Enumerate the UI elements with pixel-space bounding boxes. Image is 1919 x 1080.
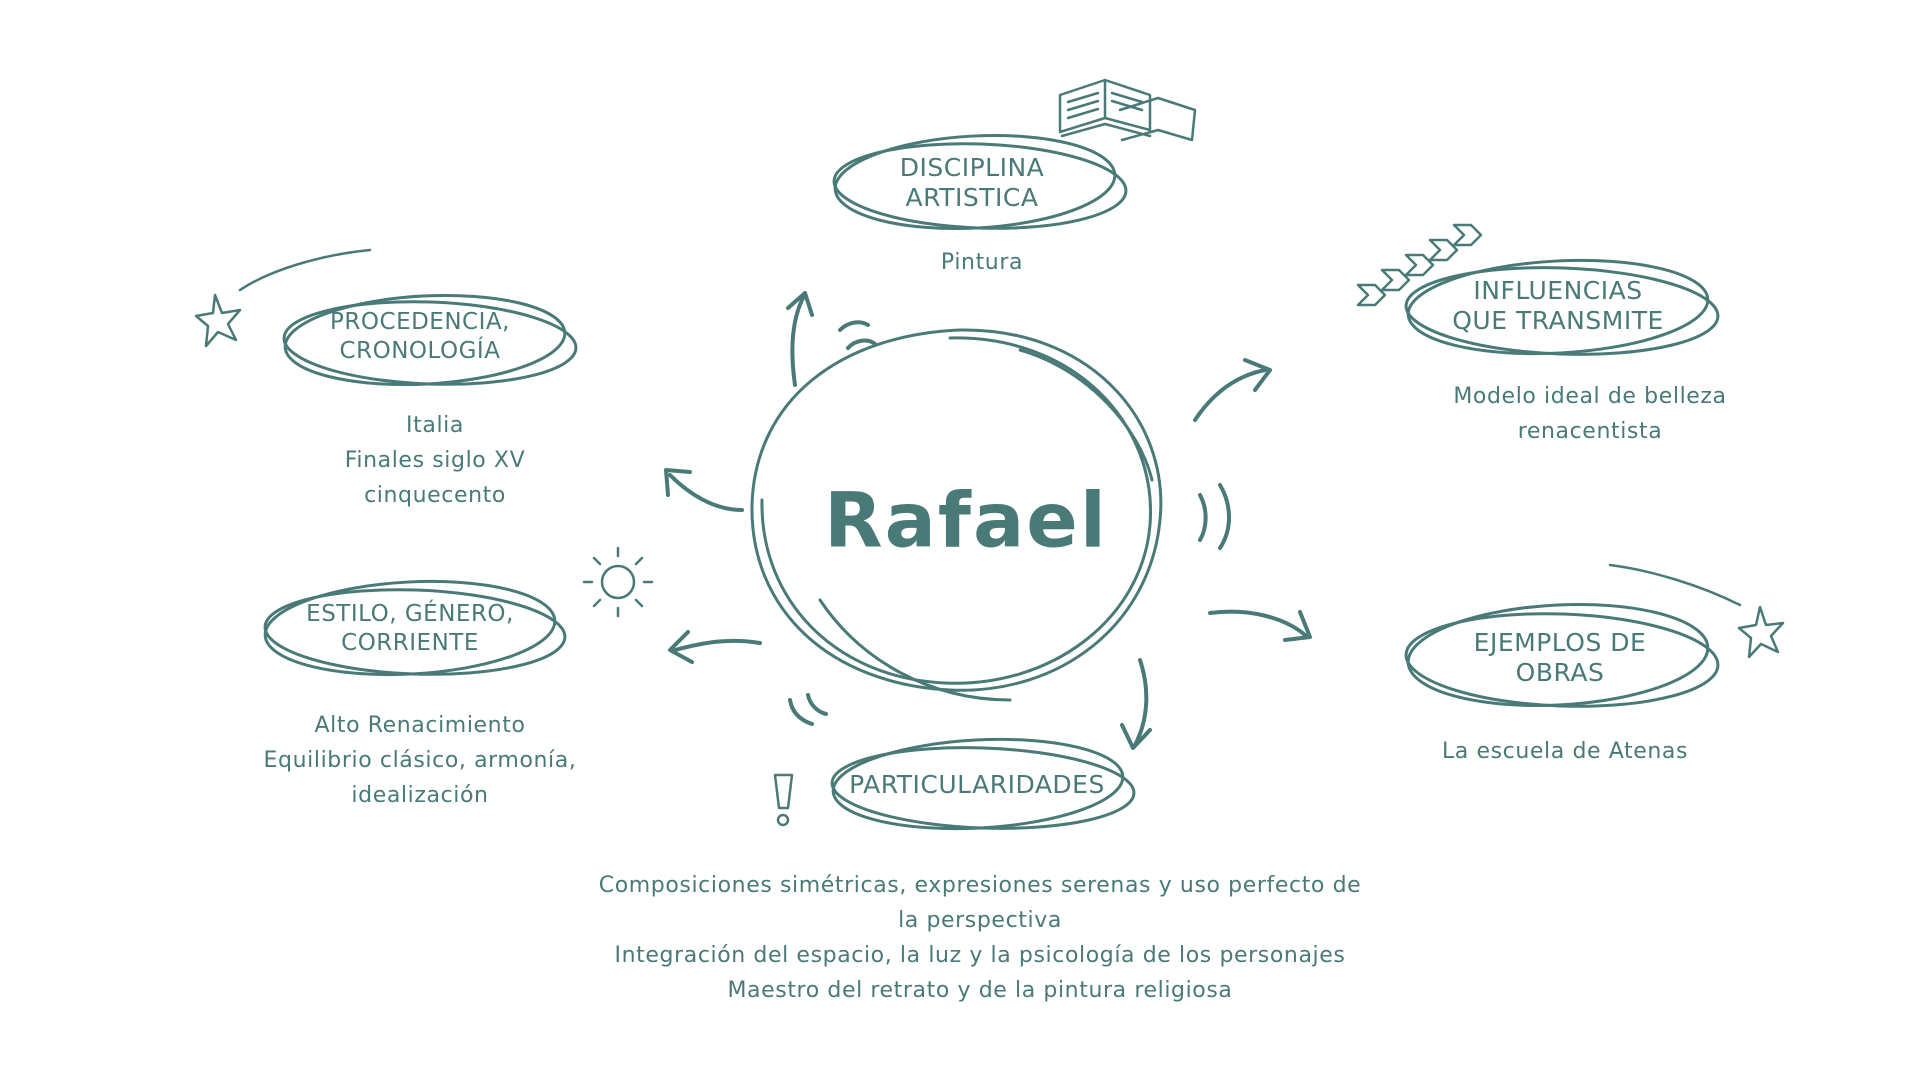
arrow-to-influencias — [1193, 358, 1272, 422]
details-particularidades: Composiciones simétricas, expresiones se… — [599, 868, 1362, 1008]
star-icon — [194, 248, 372, 348]
sun-icon — [582, 546, 654, 618]
details-ejemplos: La escuela de Atenas — [1442, 734, 1688, 769]
detail-line: Equilibrio clásico, armonía, — [263, 748, 577, 773]
detail-line: la perspectiva — [898, 908, 1062, 933]
detail-line: Pintura — [940, 250, 1024, 275]
node-particularidades-label: PARTICULARIDADES — [849, 770, 1105, 799]
arrow-to-estilo — [668, 630, 762, 664]
motion-lines-bottom — [788, 693, 828, 726]
detail-line: Modelo ideal de belleza — [1453, 384, 1727, 409]
details-influencias: Modelo ideal de belleza renacentista — [1453, 379, 1726, 449]
arrow-to-disciplina — [786, 291, 814, 387]
details-procedencia: Italia Finales siglo XV cinquecento — [345, 408, 526, 513]
arrow-to-particularidades — [1120, 658, 1152, 750]
details-disciplina: Pintura — [941, 245, 1023, 280]
detail-line: renacentista — [1517, 419, 1663, 444]
book-icon — [1058, 78, 1197, 142]
ellipse-estilo — [263, 579, 567, 677]
star-icon-right — [1608, 563, 1785, 659]
node-influencias-label: INFLUENCIAS QUE TRANSMITE — [1452, 276, 1664, 335]
node-procedencia-label: PROCEDENCIA, CRONOLOGÍA — [330, 309, 510, 364]
ellipse-procedencia — [282, 293, 578, 387]
detail-line: Composiciones simétricas, expresiones se… — [598, 873, 1362, 898]
node-ejemplos-label: EJEMPLOS DE OBRAS — [1473, 628, 1647, 687]
detail-line: idealización — [351, 783, 489, 808]
motion-lines-top — [838, 320, 877, 350]
node-disciplina-label: DISCIPLINA ARTISTICA — [899, 153, 1045, 212]
detail-line: cinquecento — [364, 483, 506, 508]
ellipse-ejemplos — [1404, 602, 1720, 708]
exclamation-icon — [773, 773, 794, 827]
center-circle — [750, 328, 1163, 702]
motion-lines-right — [1198, 483, 1231, 550]
detail-line: Finales siglo XV — [344, 448, 526, 473]
arrow-to-procedencia — [664, 468, 744, 512]
detail-line: Alto Renacimiento — [314, 713, 526, 738]
arrow-to-ejemplos — [1208, 609, 1312, 642]
ellipse-influencias — [1404, 258, 1720, 356]
central-topic-title: Rafael — [824, 475, 1108, 565]
detail-line: La escuela de Atenas — [1441, 739, 1689, 764]
detail-line: Italia — [406, 413, 464, 438]
ellipse-particularidades — [830, 737, 1136, 831]
details-estilo: Alto Renacimiento Equilibrio clásico, ar… — [264, 708, 577, 813]
node-estilo-label: ESTILO, GÉNERO, CORRIENTE — [306, 601, 514, 656]
detail-line: Integración del espacio, la luz y la psi… — [614, 943, 1346, 968]
chevrons-icon — [1356, 223, 1483, 307]
ellipse-disciplina — [832, 133, 1128, 231]
detail-line: Maestro del retrato y de la pintura reli… — [727, 978, 1233, 1003]
